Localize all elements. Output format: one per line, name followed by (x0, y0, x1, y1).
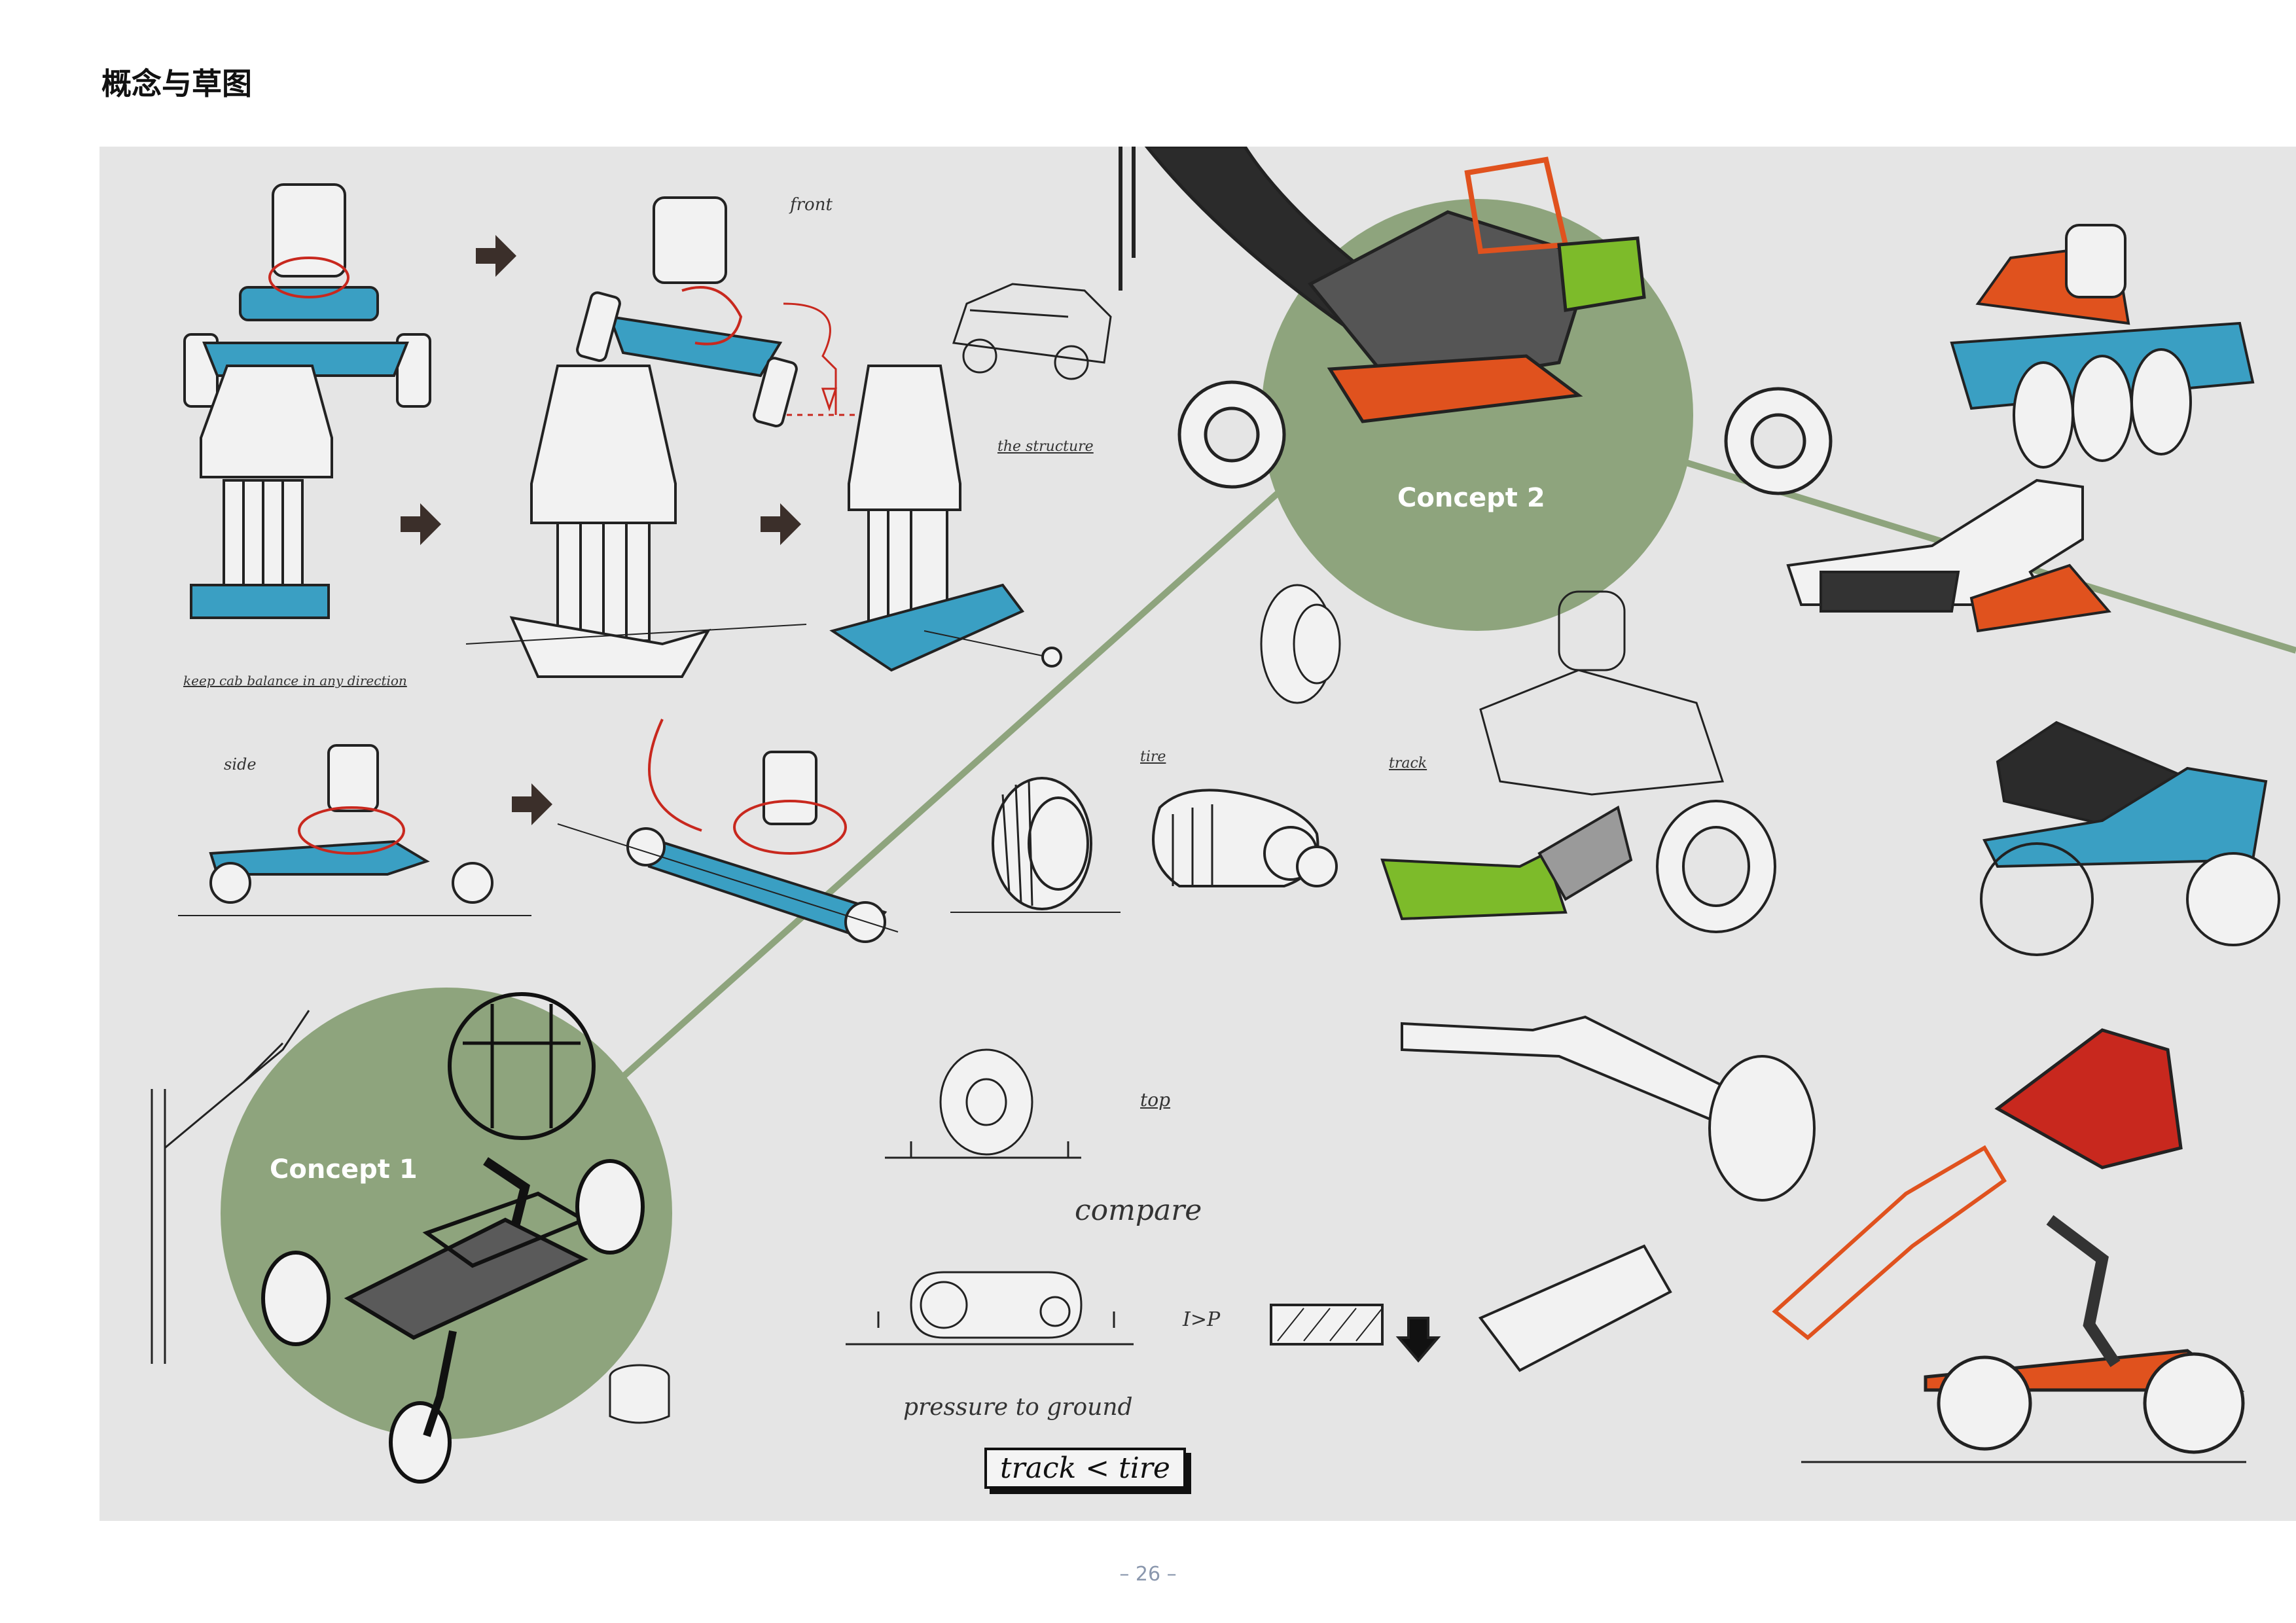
note-track: track (1389, 755, 1427, 772)
sketch-small-wheel (1260, 584, 1341, 704)
sketch-canvas (151, 147, 2296, 1484)
sketch-cab-tilted (576, 196, 798, 428)
sketch-tire (950, 777, 1121, 913)
sketch-side-view (178, 744, 531, 916)
arrow-3 (761, 503, 801, 545)
sketch-pillar-3 (829, 365, 1062, 672)
sketch-board: Concept 1 Concept 2 front the structure … (99, 147, 2296, 1521)
sketch-concept2-vehicle (1119, 147, 1833, 495)
page-number: – 26 – (1119, 1563, 1177, 1586)
note-balance: keep cab balance in any direction (183, 673, 407, 688)
sketch-suv (952, 283, 1112, 380)
sketch-red-annotation (783, 302, 885, 416)
note-side: side (224, 755, 257, 774)
sketch-top-wheel (885, 1048, 1081, 1159)
note-top: top (1140, 1089, 1171, 1111)
arrow-1 (476, 235, 516, 277)
sketch-green-body (1380, 800, 1776, 933)
sketch-orange-body (1786, 478, 2111, 633)
sketch-top-right-vehicle (1950, 224, 2255, 469)
sketch-track (1152, 789, 1338, 887)
concept2-label: Concept 2 (1397, 483, 1545, 513)
note-ip: I>P (1183, 1308, 1221, 1331)
note-front: front (790, 195, 833, 215)
note-comparison-box: track < tire (984, 1448, 1186, 1489)
sketch-stump (609, 1364, 670, 1424)
sketch-side-tilted (557, 719, 899, 943)
sketch-pillar-2 (465, 365, 807, 678)
concept1-circle (221, 988, 672, 1439)
sketch-cab-front (183, 183, 431, 408)
note-structure: the structure (997, 438, 1094, 455)
arrow-2 (401, 503, 441, 545)
arrow-4 (512, 783, 552, 825)
sketch-pressure-block (1270, 1304, 1441, 1363)
note-compare: compare (1075, 1194, 1202, 1227)
sketch-track-pressure (846, 1271, 1134, 1346)
sketch-seat (1479, 590, 1725, 796)
concept1-label: Concept 1 (270, 1154, 418, 1185)
sketch-blue-body (1980, 721, 2280, 956)
sketch-arm (1401, 1015, 1816, 1372)
sketch-pillar-1 (190, 365, 333, 619)
page-title: 概念与草图 (101, 66, 252, 101)
sketch-concept1-vehicle (261, 992, 645, 1484)
note-tire: tire (1140, 749, 1166, 765)
sketch-walker-vehicle (1772, 1028, 2246, 1463)
note-pressure: pressure to ground (903, 1394, 1133, 1421)
sketch-tree (151, 1010, 310, 1364)
